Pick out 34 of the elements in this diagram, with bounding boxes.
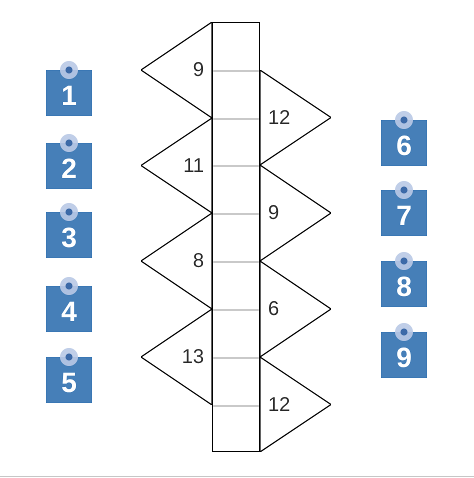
flag-number: 9 xyxy=(268,203,280,223)
card-number: 9 xyxy=(396,344,412,372)
flag-number: 6 xyxy=(268,299,280,319)
number-card xyxy=(381,332,427,378)
card-number: 2 xyxy=(61,155,77,183)
card-number: 5 xyxy=(61,369,77,397)
number-card xyxy=(46,357,92,403)
number-card xyxy=(46,212,92,258)
number-card xyxy=(46,70,92,116)
flag-number: 12 xyxy=(268,394,290,414)
flag-number: 12 xyxy=(268,108,290,128)
triangle-flag xyxy=(260,261,331,357)
triangle-flag xyxy=(141,118,212,213)
triangle-flag xyxy=(260,70,331,165)
number-card xyxy=(381,120,427,166)
number-card xyxy=(46,286,92,332)
flag-number: 9 xyxy=(192,60,204,80)
number-card xyxy=(381,261,427,307)
number-card xyxy=(46,143,92,189)
triangle-flag xyxy=(141,309,212,405)
triangle-flag xyxy=(141,22,212,118)
triangle-flag xyxy=(260,165,331,261)
card-number: 3 xyxy=(61,224,77,252)
card-number: 7 xyxy=(396,202,412,230)
flag-number: 8 xyxy=(192,251,204,271)
triangle-flag xyxy=(260,357,331,452)
card-number: 6 xyxy=(396,132,412,160)
number-card xyxy=(381,190,427,236)
triangle-flag xyxy=(141,213,212,309)
flag-number: 13 xyxy=(182,347,204,367)
card-number: 4 xyxy=(61,298,77,326)
card-number: 8 xyxy=(396,273,412,301)
flag-number: 11 xyxy=(183,156,204,176)
card-number: 1 xyxy=(61,82,77,110)
